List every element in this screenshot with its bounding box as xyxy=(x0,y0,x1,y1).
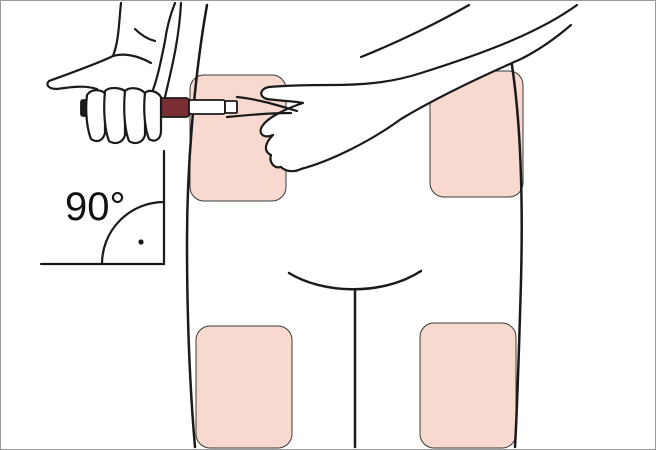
injection-site-lower-right xyxy=(420,323,516,448)
holding-hand xyxy=(47,3,181,97)
angle-dot xyxy=(138,239,143,244)
pinching-hand xyxy=(227,5,577,171)
holding-fingers xyxy=(86,88,161,143)
pen-needle-cover xyxy=(225,101,237,113)
injection-site-lower-left xyxy=(196,326,292,448)
angle-label: 90° xyxy=(65,183,126,231)
pen-window xyxy=(189,100,225,114)
